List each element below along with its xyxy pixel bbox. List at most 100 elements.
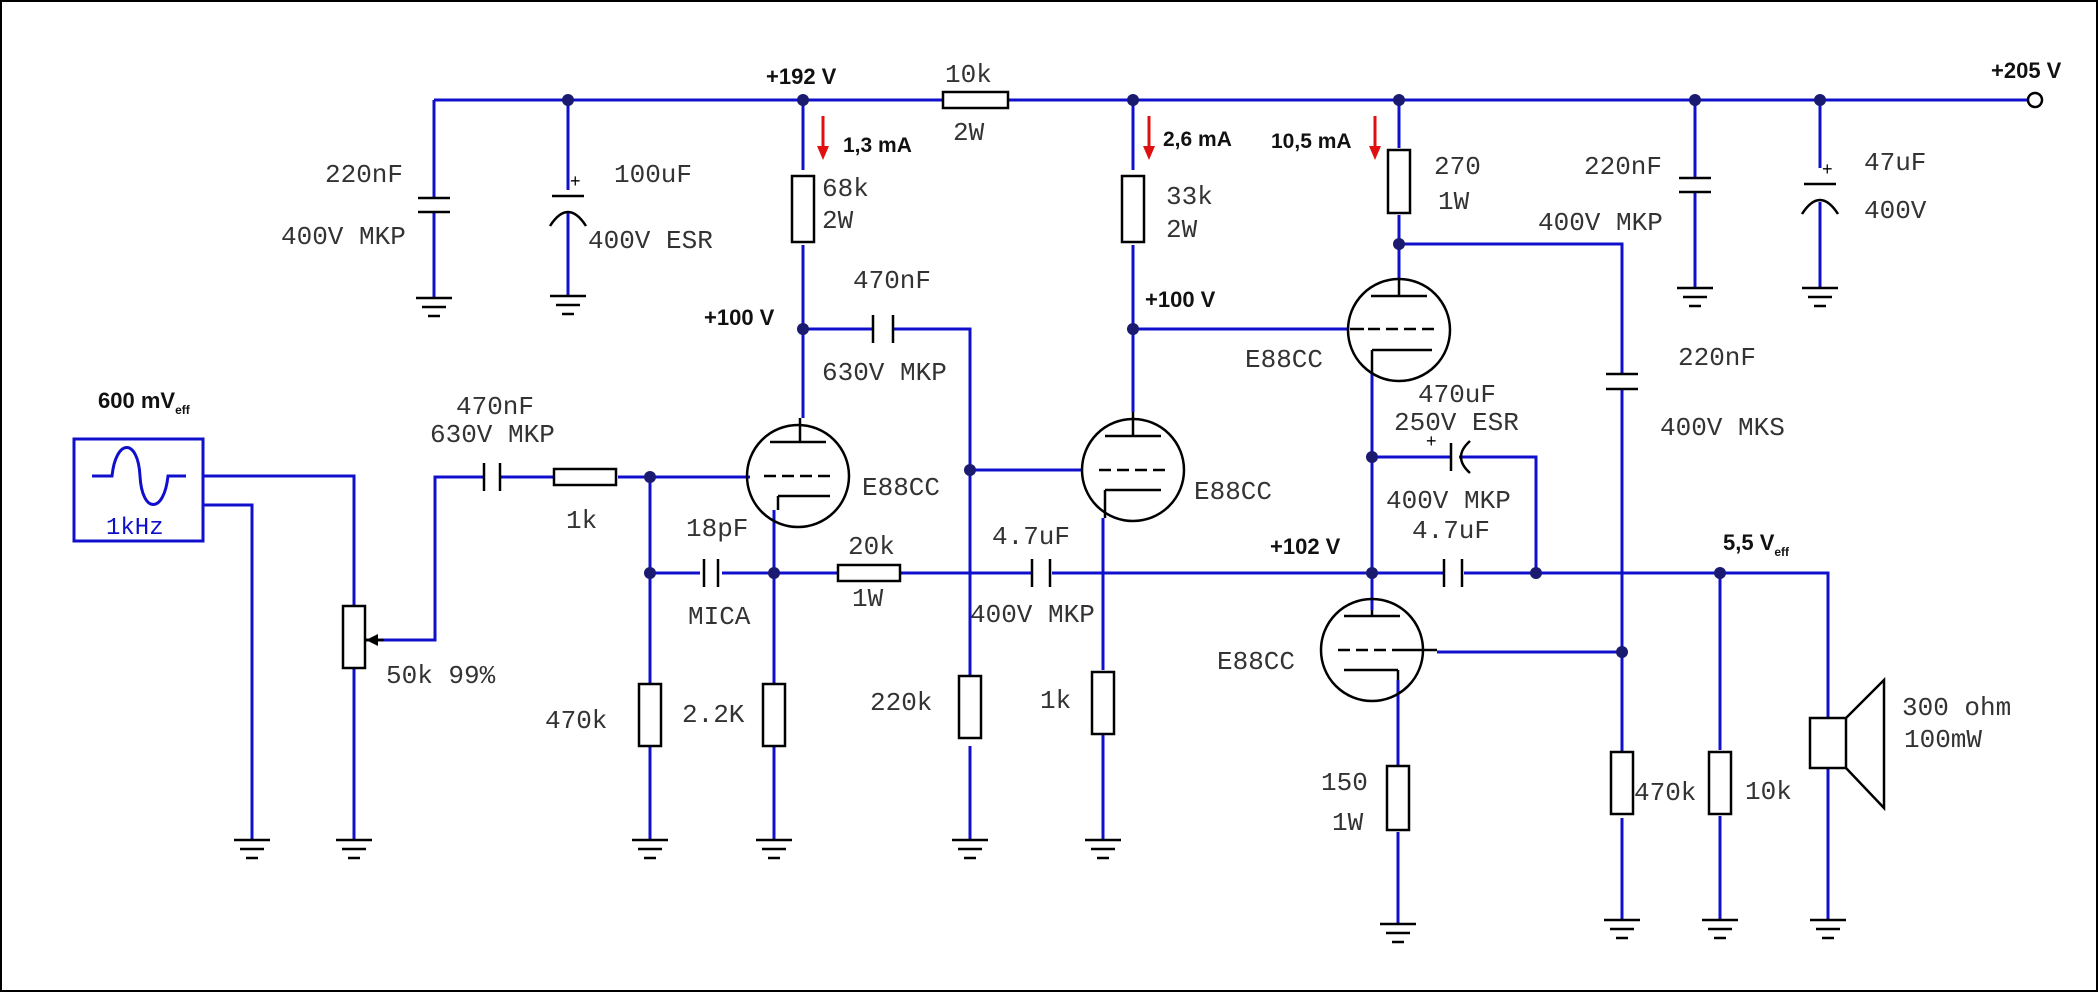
grounds [234, 286, 1846, 944]
voltage-192: +192 V [766, 64, 837, 89]
current-2: 2,6 mA [1163, 128, 1232, 151]
resistors-horizontal [552, 90, 1010, 583]
resistor-2k2 [761, 682, 787, 748]
svg-text:470k: 470k [1634, 778, 1696, 808]
svg-text:400V MKP: 400V MKP [1386, 486, 1511, 516]
svg-text:10k: 10k [945, 60, 992, 90]
ground-9 [952, 838, 988, 860]
svg-text:630V MKP: 630V MKP [430, 420, 555, 450]
ground-13 [1702, 918, 1738, 940]
svg-text:50k 99%: 50k 99% [386, 661, 496, 691]
resistor-20k [836, 563, 902, 583]
cap-470nf-input [482, 463, 502, 491]
output-voltage-label: 5,5 Veff [1723, 530, 1790, 559]
sine-wave-icon [92, 446, 186, 506]
svg-text:220k: 220k [870, 688, 932, 718]
input-voltage-label: 600 mVeff [98, 388, 191, 417]
svg-text:400V MKP: 400V MKP [1538, 208, 1663, 238]
ground-3 [1677, 286, 1713, 308]
svg-text:2W: 2W [822, 206, 854, 236]
cap-220nf-mks [1606, 372, 1638, 391]
svg-text:E88CC: E88CC [862, 473, 940, 503]
ground-10 [1085, 838, 1121, 860]
svg-text:+: + [1822, 159, 1833, 179]
cap-100uf-curve [548, 210, 588, 227]
ground-8 [756, 838, 792, 860]
svg-text:18pF: 18pF [686, 514, 748, 544]
voltage-labels: 600 mVeff +192 V +205 V +100 V +100 V +1… [98, 58, 2062, 559]
resistor-470k-a [637, 682, 663, 748]
svg-text:33k: 33k [1166, 182, 1213, 212]
cap-220nf-right [1679, 176, 1711, 194]
svg-text:4.7uF: 4.7uF [1412, 516, 1490, 546]
svg-text:1kHz: 1kHz [106, 515, 164, 542]
tube-v4 [1319, 597, 1437, 703]
svg-text:1k: 1k [1040, 686, 1071, 716]
ground-14 [1810, 918, 1846, 940]
svg-text:+: + [1426, 431, 1437, 451]
voltage-205: +205 V [1991, 58, 2062, 83]
svg-text:4.7uF: 4.7uF [992, 522, 1070, 552]
svg-text:630V MKP: 630V MKP [822, 358, 947, 388]
current-arrows [817, 116, 1381, 160]
cap-47uf-curve [1800, 198, 1840, 215]
cap-470nf-coupling [871, 315, 895, 343]
tube-v2 [1080, 412, 1186, 523]
supply-terminal [2026, 91, 2044, 109]
tube-labels: E88CC E88CC E88CC E88CC [862, 345, 1323, 677]
svg-text:100uF: 100uF [614, 160, 692, 190]
cap-4u7-b [1442, 559, 1464, 587]
cap-470uf-curve [1459, 440, 1471, 474]
svg-text:10k: 10k [1745, 777, 1792, 807]
svg-text:470uF: 470uF [1418, 380, 1496, 410]
voltage-102: +102 V [1270, 534, 1341, 559]
ground-12 [1604, 918, 1640, 940]
current-labels: 1,3 mA 2,6 mA 10,5 mA [843, 128, 1352, 157]
resistors-vertical [341, 148, 1733, 832]
resistor-33k [1120, 174, 1146, 244]
cap-220nf-left [418, 196, 450, 214]
resistor-470k-b [1609, 750, 1635, 816]
voltage-100-a: +100 V [704, 305, 775, 330]
resistor-1k-cathode [1090, 670, 1116, 736]
svg-text:E88CC: E88CC [1217, 647, 1295, 677]
resistor-10k-out [1707, 750, 1733, 816]
svg-text:400V ESR: 400V ESR [588, 226, 713, 256]
resistor-150 [1385, 764, 1411, 832]
svg-text:400V MKP: 400V MKP [970, 600, 1095, 630]
svg-text:150: 150 [1321, 768, 1368, 798]
svg-text:470nF: 470nF [456, 392, 534, 422]
svg-text:+: + [570, 171, 581, 191]
ground-4 [1802, 286, 1838, 308]
ground-11 [1380, 922, 1416, 944]
svg-text:47uF: 47uF [1864, 148, 1926, 178]
potentiometer-50k [341, 604, 367, 670]
svg-text:1W: 1W [1438, 187, 1470, 217]
svg-text:270: 270 [1434, 152, 1481, 182]
junction-dots [562, 94, 1826, 658]
svg-text:470nF: 470nF [853, 266, 931, 296]
voltage-100-b: +100 V [1145, 287, 1216, 312]
svg-text:1W: 1W [1332, 808, 1364, 838]
svg-text:220nF: 220nF [325, 160, 403, 190]
tube-v1 [745, 418, 851, 529]
svg-text:20k: 20k [848, 532, 895, 562]
ground-1 [416, 296, 452, 318]
ground-7 [632, 838, 668, 860]
svg-text:300 ohm: 300 ohm [1902, 693, 2011, 723]
resistor-10k [941, 90, 1010, 110]
svg-text:220nF: 220nF [1678, 343, 1756, 373]
resistor-68k [790, 174, 816, 244]
pot-wiper-arrow [366, 634, 378, 646]
resistor-270 [1386, 148, 1412, 215]
ground-5 [234, 838, 270, 860]
svg-text:E88CC: E88CC [1194, 477, 1272, 507]
capacitors: + + + [418, 159, 1840, 587]
svg-text:400V MKP: 400V MKP [281, 222, 406, 252]
svg-text:68k: 68k [822, 174, 869, 204]
cap-4u7-a [1030, 559, 1052, 587]
tube-v3 [1346, 277, 1452, 383]
svg-text:470k: 470k [545, 706, 607, 736]
